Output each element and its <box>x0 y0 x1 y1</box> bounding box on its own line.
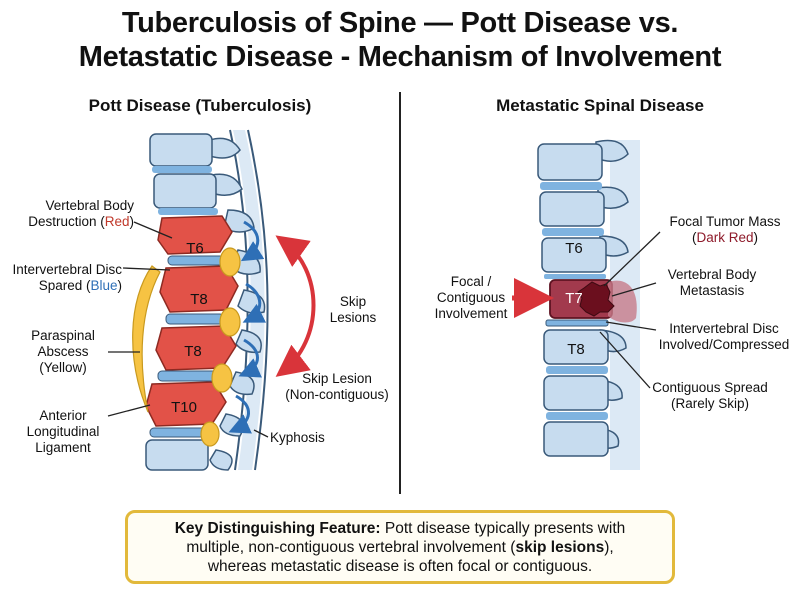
label-disc-line2: Spared (Blue) <box>38 278 122 293</box>
vertebra-label-t7-right: T7 <box>565 290 583 307</box>
metastatic-spine <box>537 139 640 470</box>
vertebra-label-t10-left: T10 <box>171 399 197 416</box>
left-panel-title: Pott Disease (Tuberculosis) <box>88 96 312 115</box>
vertebra-label-t8-left: T8 <box>190 291 208 308</box>
key-feature-line1: Key Distinguishing Feature: Pott disease… <box>174 520 626 537</box>
vertebra-label-t8-right: T8 <box>567 341 585 358</box>
label-focal-contiguous: Focal / Contiguous Involvement <box>434 274 508 321</box>
vertebra-label-t6-left: T6 <box>186 240 204 257</box>
page-title: Tuberculosis of Spine — Pott Disease vs.… <box>0 6 800 74</box>
key-feature-box: Key Distinguishing Feature: Pott disease… <box>125 510 675 584</box>
label-vertebral-metastasis: Vertebral Body Metastasis <box>667 267 757 298</box>
label-disc-line1: Intervertebral Disc <box>12 262 122 277</box>
right-panel-title: Metastatic Spinal Disease <box>496 96 704 115</box>
skip-arrow <box>275 235 316 377</box>
key-feature-line3: whereas metastatic disease is often foca… <box>207 558 593 575</box>
title-line-2: Metastatic Disease - Mechanism of Involv… <box>78 41 722 73</box>
label-focal-tumor-mass: Focal Tumor Mass (Dark Red) <box>669 214 781 245</box>
label-disc-involved: Intervertebral Disc Involved/Compressed <box>658 321 790 352</box>
key-feature-line2: multiple, non-contiguous vertebral invol… <box>186 539 614 556</box>
label-contiguous-spread: Contiguous Spread (Rarely Skip) <box>652 380 768 411</box>
vertebra-label-t8b-left: T8 <box>184 343 202 360</box>
label-disc-spared: Intervertebral Disc Spared (Blue) <box>2 262 122 294</box>
label-anterior-ligament: Anterior Longitudinal Ligament <box>26 408 100 455</box>
title-line-1: Tuberculosis of Spine — Pott Disease vs. <box>121 7 679 39</box>
pott-spine <box>132 129 269 471</box>
label-vertebral-destruction: Vertebral Body Destruction (Red) <box>2 198 134 230</box>
label-skip-lesions: Skip Lesions <box>329 294 377 325</box>
panel-divider <box>399 92 401 494</box>
label-skip-lesion-noncontiguous: Skip Lesion (Non-contiguous) <box>285 371 389 402</box>
label-kyphosis: Kyphosis <box>270 430 325 445</box>
vertebra-label-t6-right: T6 <box>565 240 583 257</box>
label-destruction-line1: Vertebral Body <box>45 198 134 213</box>
label-paraspinal-abscess: Paraspinal Abscess (Yellow) <box>31 328 95 375</box>
label-destruction-line2: Destruction (Red) <box>28 214 134 229</box>
